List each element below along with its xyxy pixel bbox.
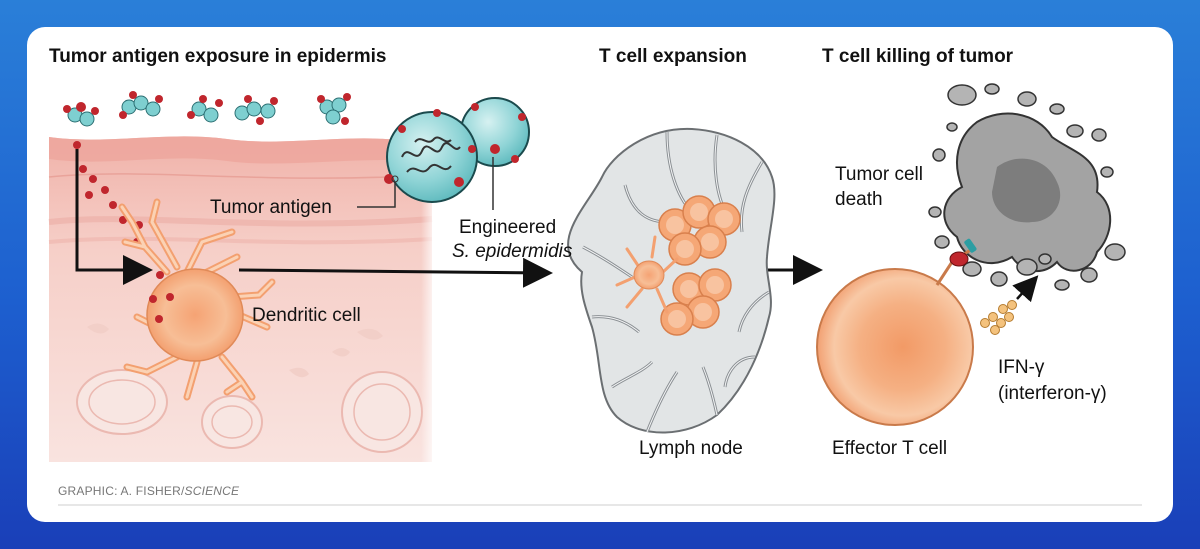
antigen-uptake-arrow: [75, 149, 153, 285]
antigen-dots: [73, 141, 143, 246]
tumor-antigen-leader: [357, 182, 396, 208]
lymph-node: [567, 127, 776, 434]
tumor-cell: [928, 83, 1126, 291]
label-tumor-cell-death-1: Tumor cell: [835, 164, 923, 185]
label-interferon-gamma: (interferon-γ): [998, 383, 1107, 404]
label-ifn-gamma: IFN-γ: [998, 357, 1045, 378]
figure-card: Tumor antigen exposure in epidermis T ce…: [27, 27, 1173, 522]
credit-prefix: GRAPHIC: A. FISHER/: [58, 484, 185, 498]
label-tumor-cell-death-2: death: [835, 189, 883, 210]
ifn-gamma-particles: [980, 275, 1039, 335]
label-tumor-antigen: Tumor antigen: [210, 197, 332, 218]
diagram-canvas: Tumor antigen exposure in epidermis T ce…: [48, 46, 1142, 506]
panel-title-killing: T cell killing of tumor: [822, 46, 1014, 67]
panel-title-exposure: Tumor antigen exposure in epidermis: [49, 46, 387, 67]
label-effector-t-cell: Effector T cell: [832, 438, 947, 459]
migration-arrow: [238, 257, 553, 288]
graphic-credit: GRAPHIC: A. FISHER/SCIENCE: [58, 484, 240, 498]
credit-source: SCIENCE: [185, 484, 241, 498]
label-lymph-node: Lymph node: [639, 438, 743, 459]
dendritic-cell: [118, 198, 276, 401]
effector-t-cell: [816, 238, 977, 426]
antigen-clusters: [63, 91, 351, 127]
panel-title-expansion: T cell expansion: [599, 46, 747, 67]
label-dendritic-cell: Dendritic cell: [252, 305, 361, 326]
label-engineered: Engineered: [459, 217, 556, 238]
engineered-bacteria: [384, 97, 530, 203]
label-s-epidermidis: S. epidermidis: [452, 241, 573, 262]
